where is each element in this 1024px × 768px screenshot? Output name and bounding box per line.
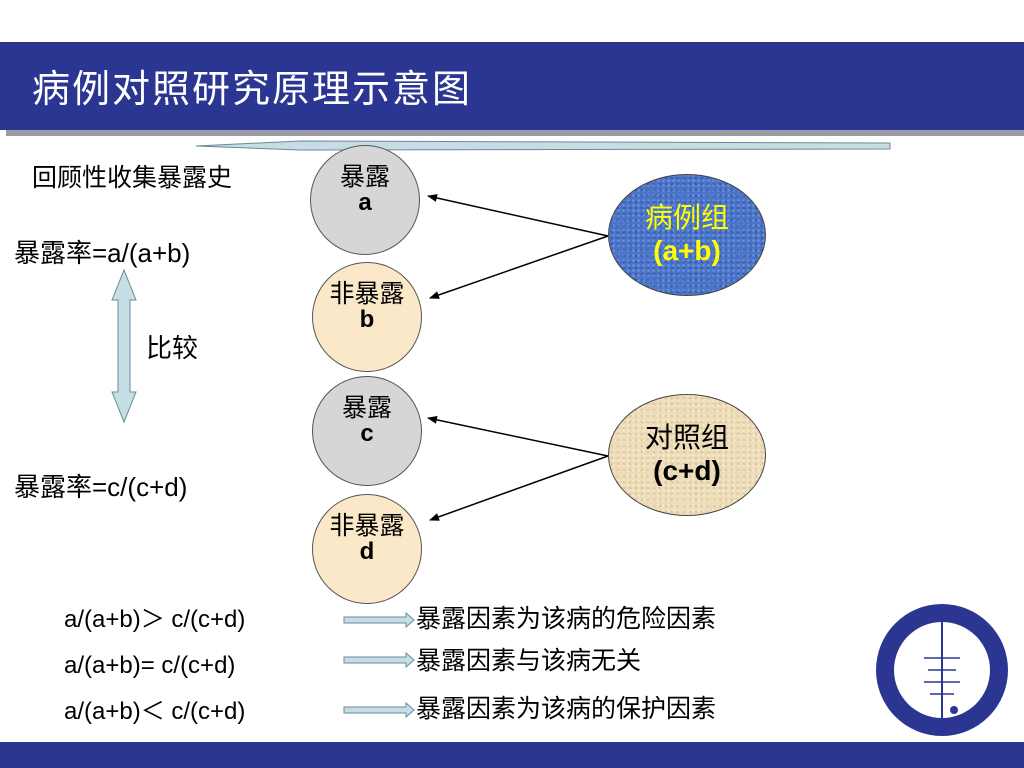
- conclusion-arrow-3: [343, 701, 415, 719]
- circle-letter: c: [360, 420, 374, 447]
- bottom-bar: [0, 742, 1024, 768]
- compare-double-arrow: [111, 268, 137, 424]
- conclusion-arrow-2: [343, 651, 415, 669]
- slide-title: 病例对照研究原理示意图: [32, 67, 473, 111]
- circle-letter: a: [358, 189, 372, 216]
- retrospective-label: 回顾性收集暴露史: [32, 163, 233, 192]
- control-exposure-rate: 暴露率=c/(c+d): [14, 472, 188, 502]
- case-group-count: (a+b): [653, 234, 721, 266]
- case-to-unexposed-arrow: [429, 235, 609, 299]
- case-group-name: 病例组: [644, 200, 729, 234]
- circle-letter: d: [359, 538, 375, 565]
- circle-letter: b: [359, 306, 375, 333]
- control-exposed-circle: 暴露 c: [312, 376, 422, 486]
- title-bar: [0, 42, 1024, 130]
- circle-label: 非暴露: [329, 279, 405, 308]
- control-to-unexposed-arrow: [429, 455, 609, 521]
- conclusion-arrow-1: [343, 611, 415, 629]
- circle-label: 非暴露: [329, 511, 405, 540]
- logo-emblem-graphic: [924, 622, 960, 718]
- control-group-ellipse: 对照组 (c+d): [608, 394, 766, 516]
- control-to-exposed-arrow: [427, 415, 609, 457]
- circle-label: 暴露: [341, 393, 392, 422]
- conclusion-condition-1: a/(a+b)＞ c/(c+d): [64, 606, 246, 633]
- control-group-count: (c+d): [653, 454, 721, 486]
- logo-emblem: [894, 622, 990, 718]
- control-group-name: 对照组: [644, 420, 729, 454]
- conclusion-condition-2: a/(a+b)= c/(c+d): [64, 652, 236, 679]
- university-logo: [876, 604, 1008, 736]
- case-exposed-circle: 暴露 a: [310, 145, 420, 255]
- conclusion-result-1: 暴露因素为该病的危险因素: [416, 604, 717, 633]
- conclusion-condition-3: a/(a+b)＜ c/(c+d): [64, 698, 246, 725]
- retrospective-arrow: [195, 140, 891, 151]
- conclusion-result-2: 暴露因素与该病无关: [416, 646, 642, 675]
- compare-label: 比较: [146, 334, 199, 364]
- circle-label: 暴露: [339, 162, 390, 191]
- case-to-exposed-arrow: [427, 194, 609, 237]
- control-unexposed-circle: 非暴露 d: [312, 494, 422, 604]
- case-exposure-rate: 暴露率=a/(a+b): [14, 238, 191, 268]
- conclusion-result-3: 暴露因素为该病的保护因素: [416, 694, 717, 723]
- case-unexposed-circle: 非暴露 b: [312, 262, 422, 372]
- case-group-ellipse: 病例组 (a+b): [608, 174, 766, 296]
